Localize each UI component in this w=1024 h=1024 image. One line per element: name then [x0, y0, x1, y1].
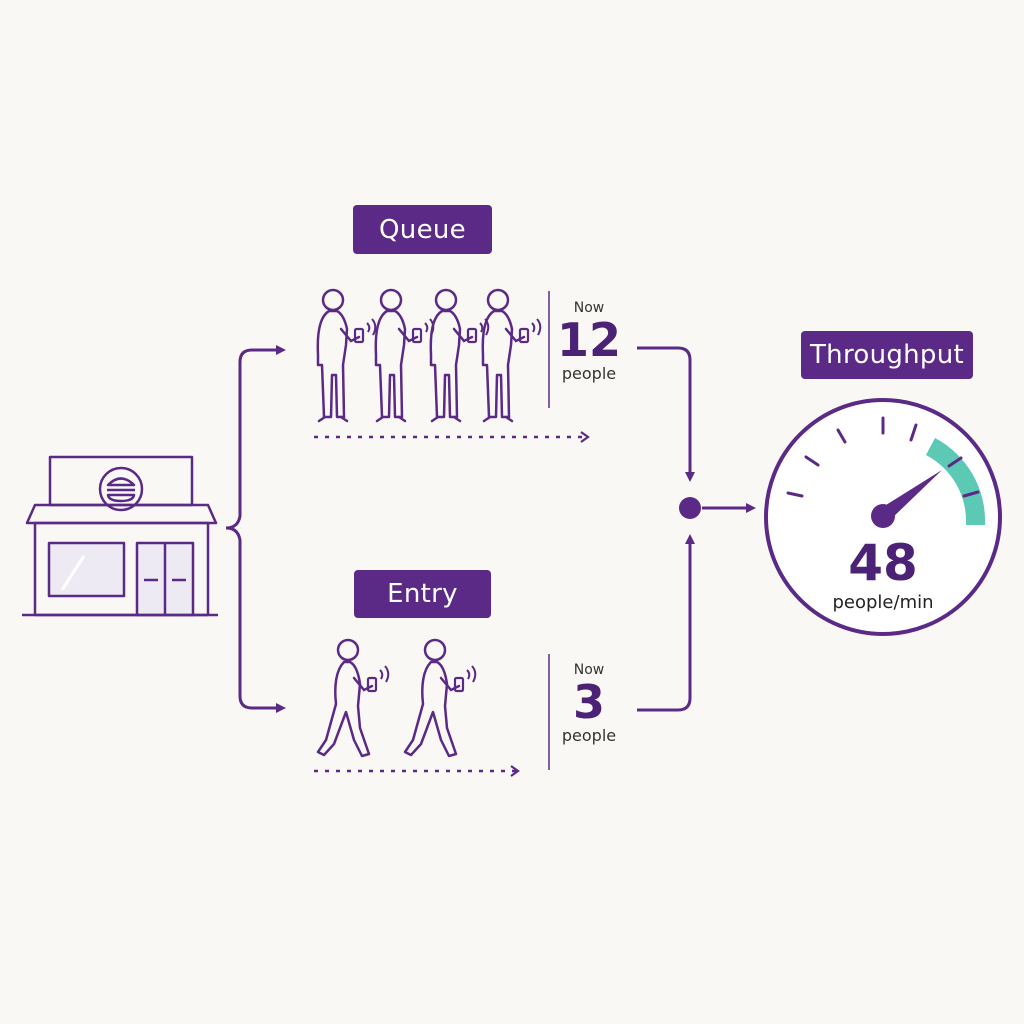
- throughput-unit: people/min: [832, 592, 934, 613]
- throughput-value: 48: [848, 534, 918, 592]
- person-with-phone-icon: [316, 288, 377, 423]
- person-with-phone-icon: [374, 288, 435, 423]
- throughput-readout: 48 people/min: [823, 538, 943, 613]
- person-with-phone-icon: [481, 288, 542, 423]
- walking-person-with-phone-icon: [403, 638, 477, 758]
- entry-unit: people: [561, 726, 617, 746]
- walking-person-with-phone-icon: [316, 638, 390, 758]
- entry-count: 3: [572, 675, 605, 729]
- queue-count: 12: [556, 313, 621, 367]
- queue-stat: Now 12 people: [556, 300, 622, 383]
- entry-people: [316, 638, 477, 758]
- entry-stat: Now 3 people: [556, 662, 622, 745]
- merge-connector: [637, 346, 756, 712]
- queue-unit: people: [561, 364, 617, 384]
- split-connector: [225, 345, 286, 713]
- merge-node: [679, 497, 701, 519]
- entry-title: Entry: [354, 570, 491, 618]
- burger-store-icon: [22, 455, 218, 617]
- queue-people: [316, 288, 542, 423]
- person-with-phone-icon: [429, 288, 490, 423]
- entry-now-label: Now: [573, 662, 605, 678]
- speedometer-icon: [764, 398, 1002, 636]
- throughput-title: Throughput: [801, 331, 973, 379]
- queue-now-label: Now: [573, 300, 605, 316]
- queue-title: Queue: [353, 205, 492, 254]
